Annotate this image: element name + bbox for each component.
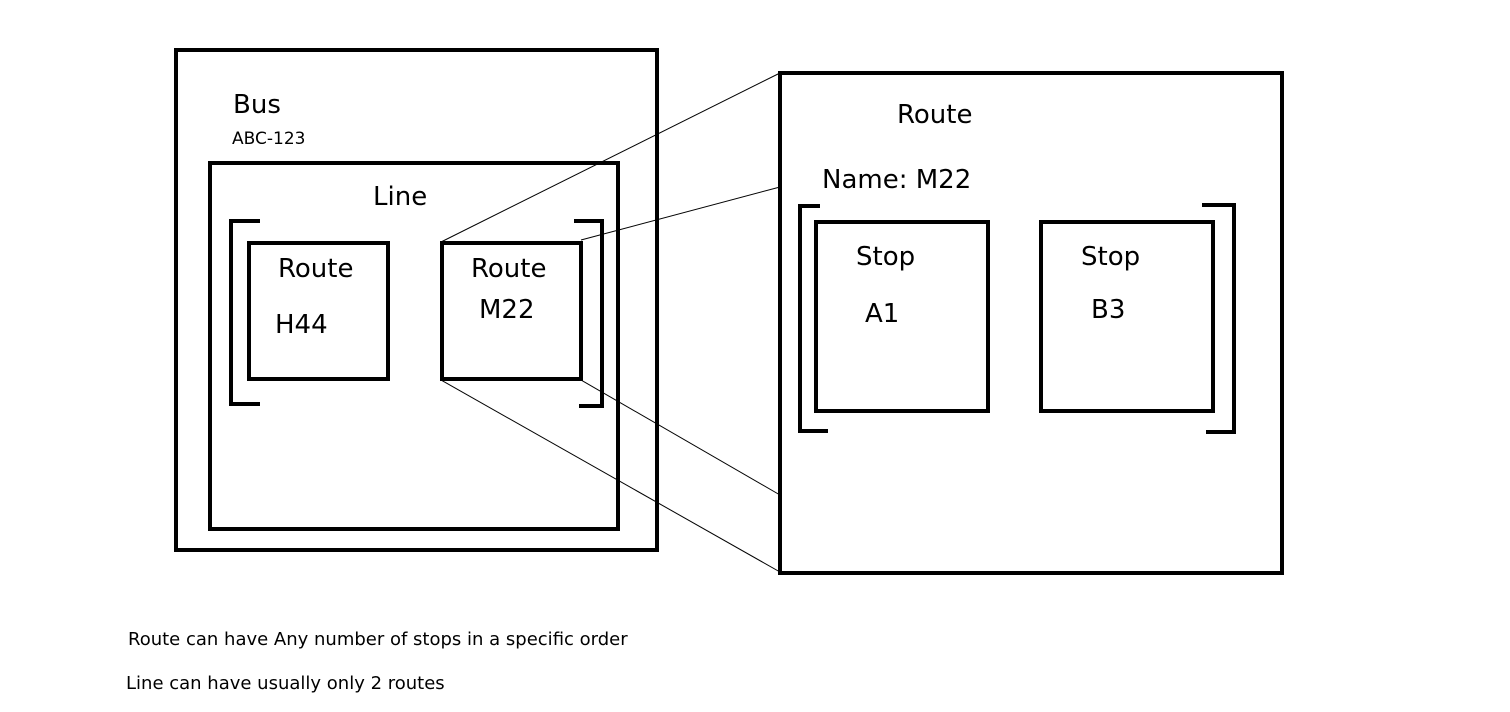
left-bracket xyxy=(229,219,260,406)
note-route-stops: Route can have Any number of stops in a … xyxy=(128,629,628,650)
bus-plate: ABC-123 xyxy=(232,129,306,149)
zoom-line xyxy=(580,379,781,496)
route-detail-name: Name: M22 xyxy=(822,165,972,195)
stop-name: B3 xyxy=(1091,295,1126,325)
route-label: Route xyxy=(278,254,354,284)
line-box xyxy=(208,161,620,531)
route-detail-title: Route xyxy=(897,100,973,130)
stop-label: Stop xyxy=(856,242,916,272)
zoom-line xyxy=(440,379,781,573)
route-box-m22 xyxy=(440,241,583,381)
right-bracket xyxy=(1202,203,1236,434)
route-detail-box xyxy=(778,71,1284,575)
stop-box-b3 xyxy=(1039,220,1215,413)
left-bracket xyxy=(798,204,828,433)
line-title: Line xyxy=(373,182,428,212)
route-label: Route xyxy=(471,254,547,284)
bus-box xyxy=(174,48,659,552)
zoom-line xyxy=(580,186,781,241)
route-box-h44 xyxy=(247,241,390,381)
note-line-routes: Line can have usually only 2 routes xyxy=(126,673,445,694)
route-name: H44 xyxy=(275,310,328,340)
route-name: M22 xyxy=(479,295,535,325)
stop-box-a1 xyxy=(814,220,990,413)
bus-title: Bus xyxy=(233,90,281,120)
stop-name: A1 xyxy=(865,299,900,329)
zoom-line xyxy=(440,72,781,243)
stop-label: Stop xyxy=(1081,242,1141,272)
right-bracket xyxy=(574,219,604,408)
